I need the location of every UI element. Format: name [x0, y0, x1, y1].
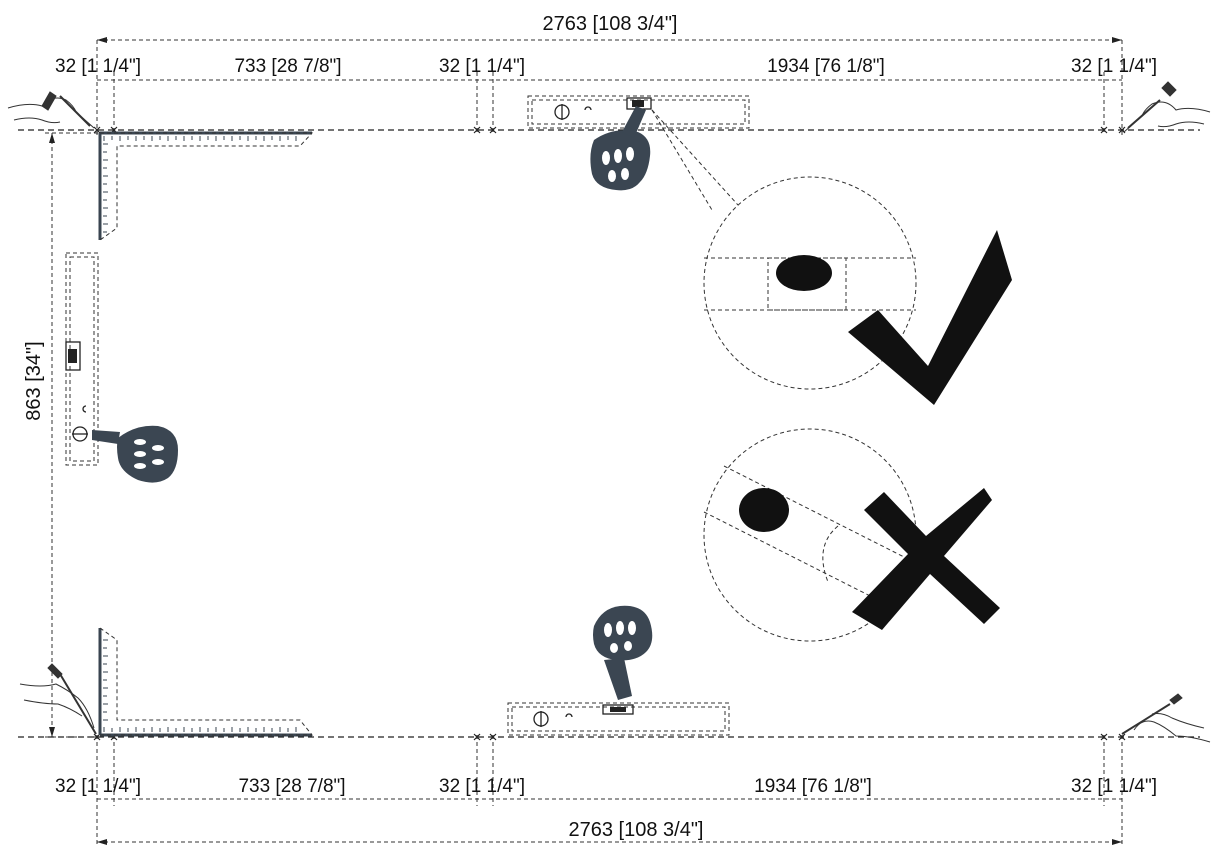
bottom-left-panel-label: 733 [28 7/8"] [238, 776, 345, 797]
hand-icon-left [92, 425, 178, 483]
height-dimension: 863 [34"] [23, 132, 100, 738]
pencil-marking-icon-top-left [7, 91, 95, 129]
bottom-middle-gap-label: 32 [1 1/4"] [439, 776, 525, 797]
panel-outline [18, 126, 1200, 741]
hand-icon-top [590, 106, 651, 191]
top-left-panel-label: 733 [28 7/8"] [234, 56, 341, 77]
top-overall-dimension: 2763 [108 3/4"] [97, 13, 1122, 43]
top-right-gap-label: 32 [1 1/4"] [1071, 56, 1157, 77]
hand-icon-bottom [593, 605, 653, 700]
pencil-marking-icon-bottom-right [1121, 693, 1211, 743]
bottom-overall-width-label: 2763 [108 3/4"] [569, 819, 704, 841]
top-middle-gap-label: 32 [1 1/4"] [439, 56, 525, 77]
cross-icon [852, 488, 1000, 630]
pencil-marking-icon-top-right [1123, 81, 1211, 133]
bottom-segment-dimensions: 32 [1 1/4"] 733 [28 7/8"] 32 [1 1/4"] 19… [55, 735, 1157, 845]
bottom-overall-dimension: 2763 [108 3/4"] [97, 819, 1122, 845]
left-spirit-level [65, 252, 99, 466]
height-label: 863 [34"] [23, 341, 45, 420]
top-right-panel-label: 1934 [76 1/8"] [767, 56, 885, 77]
bottom-left-corner-square [98, 627, 314, 737]
top-left-corner-square [98, 131, 314, 241]
bottom-left-gap-label: 32 [1 1/4"] [55, 776, 141, 797]
level-bubble-centered [776, 255, 832, 291]
pencil-marking-icon-bottom-left [19, 663, 97, 735]
level-bubble-off-center [739, 488, 789, 532]
top-overall-width-label: 2763 [108 3/4"] [543, 13, 678, 35]
checkmark-icon [848, 230, 1012, 405]
top-segment-dimensions: 32 [1 1/4"] 733 [28 7/8"] 32 [1 1/4"] 19… [55, 40, 1157, 135]
correct-callout [651, 109, 917, 390]
bottom-right-gap-label: 32 [1 1/4"] [1071, 776, 1157, 797]
bottom-spirit-level [507, 702, 730, 736]
top-left-gap-label: 32 [1 1/4"] [55, 56, 141, 77]
bottom-right-panel-label: 1934 [76 1/8"] [754, 776, 872, 797]
